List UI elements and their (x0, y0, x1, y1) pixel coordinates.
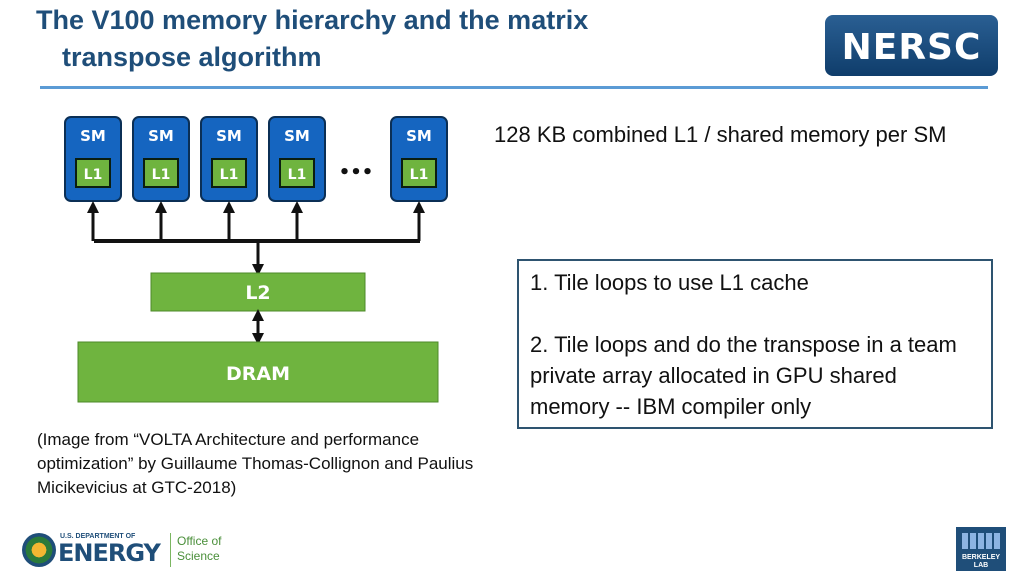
nersc-logo-text: NERSC (841, 27, 982, 68)
sm-unit: SM L1 (200, 116, 258, 241)
doe-office-of-science-logo: U.S. DEPARTMENT OF ENERGY Office of Scie… (22, 531, 222, 571)
doe-logo-divider (170, 533, 171, 567)
l1-cache-label: L1 (152, 167, 171, 183)
l2-cache-label: L2 (245, 282, 270, 304)
berkeley-lab-text: BERKELEY LAB (961, 554, 1001, 569)
slide-title: The V100 memory hierarchy and the matrix… (36, 2, 796, 76)
optimization-steps-box: 1. Tile loops to use L1 cache 2. Tile lo… (517, 259, 993, 429)
sm-group: SM L1 SM L1 SM L1 SM L1 SM L1 (64, 116, 448, 241)
doe-logo-small-text: U.S. DEPARTMENT OF (60, 533, 136, 540)
sm-unit: SM L1 (132, 116, 190, 241)
l1-cache-block (75, 158, 111, 188)
step-1-text: 1. Tile loops to use L1 cache (530, 270, 809, 295)
dram-block (77, 341, 439, 403)
doe-seal-icon (22, 533, 56, 567)
sm-unit: SM L1 (268, 116, 326, 241)
step-2-text: 2. Tile loops and do the transpose in a … (530, 332, 957, 419)
title-line-1: The V100 memory hierarchy and the matrix (36, 5, 589, 35)
dram-label: DRAM (226, 363, 290, 385)
berkeley-lab-logo: BERKELEY LAB (956, 527, 1006, 571)
doe-logo-energy-text: ENERGY (58, 539, 161, 567)
l1-cache-block (211, 158, 247, 188)
l1-cache-label: L1 (410, 167, 429, 183)
nersc-logo: NERSC (825, 15, 998, 76)
title-underline (40, 86, 988, 89)
l1-cache-label: L1 (220, 167, 239, 183)
sm-label: SM (148, 127, 174, 145)
sm-ellipsis: ••• (339, 162, 374, 183)
l1-shared-memory-note: 128 KB combined L1 / shared memory per S… (494, 122, 947, 147)
sm-label: SM (80, 127, 106, 145)
l1-cache-block (401, 158, 437, 188)
l1-cache-label: L1 (288, 167, 307, 183)
l1-cache-block (279, 158, 315, 188)
l1-cache-label: L1 (84, 167, 103, 183)
l1-cache-block (143, 158, 179, 188)
berkeley-lab-bars-icon (962, 533, 1000, 549)
sm-label: SM (216, 127, 242, 145)
l2-cache-block (150, 272, 366, 312)
sm-label: SM (284, 127, 310, 145)
doe-office-text: Office of Science (177, 534, 222, 563)
sm-unit: SM L1 (64, 116, 122, 241)
sm-unit: SM L1 (390, 116, 448, 241)
sm-label: SM (406, 127, 432, 145)
image-credit-caption: (Image from “VOLTA Architecture and perf… (37, 430, 474, 497)
title-line-2: transpose algorithm (62, 42, 322, 72)
memory-hierarchy-diagram: SM L1 SM L1 SM L1 SM L1 SM L1 ••• L2 DRAM (64, 116, 448, 403)
